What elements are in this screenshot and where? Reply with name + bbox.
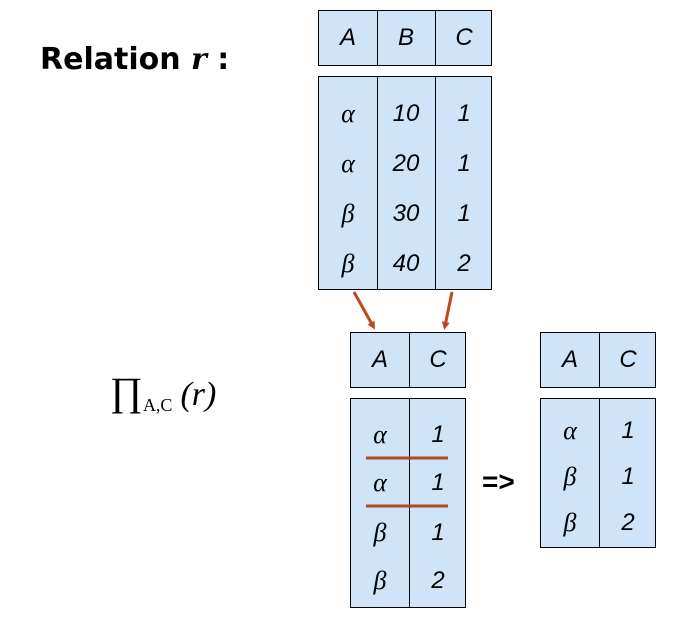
projection-result-body: α 1 β 1 β 2 xyxy=(540,398,656,548)
projection-result-header: A C xyxy=(540,332,656,388)
cell-a-row1: α xyxy=(563,416,577,445)
cell-c-row3: 1 xyxy=(457,200,471,227)
cell-c-row3: 1 xyxy=(431,519,445,546)
header-cell-c: C xyxy=(429,346,447,373)
cell-a-row1: α xyxy=(373,420,387,449)
relation-r-body: α 10 1 α 20 1 β 30 1 β 40 2 xyxy=(318,76,492,290)
cell-c-row1: 1 xyxy=(431,421,445,448)
cell-a-row2: α xyxy=(373,468,387,497)
cell-b-row1: 10 xyxy=(392,100,420,127)
cell-a-row4: β xyxy=(373,566,387,595)
cell-c-row1: 1 xyxy=(621,417,635,444)
header-cell-a: A xyxy=(371,346,388,373)
cell-c-row2: 1 xyxy=(457,150,471,177)
column-divider xyxy=(435,77,436,289)
projection-argument: (r) xyxy=(180,376,217,413)
title-prefix: Relation xyxy=(40,42,192,77)
relation-r-header: A B C xyxy=(318,10,492,66)
cell-a-row2: α xyxy=(341,149,355,178)
cell-c-row4: 2 xyxy=(457,250,471,277)
header-cell-b: B xyxy=(397,24,414,51)
cell-b-row3: 30 xyxy=(392,200,420,227)
header-cell-a: A xyxy=(561,346,578,373)
title-suffix: : xyxy=(206,42,230,77)
column-divider xyxy=(409,333,410,387)
implies-label: => xyxy=(482,466,515,497)
title-relation-name: r xyxy=(191,42,207,77)
header-cell-a: A xyxy=(339,24,356,51)
column-divider xyxy=(377,77,378,289)
projection-symbol: ∏ xyxy=(110,369,143,414)
header-cell-c: C xyxy=(619,346,637,373)
arrow-c-column xyxy=(441,291,454,330)
projection-raw-header: A C xyxy=(350,332,466,388)
cell-c-row3: 2 xyxy=(621,509,635,536)
cell-a-row1: α xyxy=(341,99,355,128)
cell-a-row3: β xyxy=(341,199,355,228)
projection-attributes: A,C xyxy=(142,395,173,415)
projection-raw-body: α 1 α 1 β 1 β 2 xyxy=(350,398,466,608)
column-divider xyxy=(599,399,600,547)
cell-a-row3: β xyxy=(563,508,577,537)
cell-a-row2: β xyxy=(563,462,577,491)
cell-a-row4: β xyxy=(341,249,355,278)
column-divider xyxy=(435,11,436,65)
cell-c-row1: 1 xyxy=(457,100,471,127)
header-cell-c: C xyxy=(455,24,473,51)
cell-c-row4: 2 xyxy=(431,567,445,594)
column-divider xyxy=(377,11,378,65)
column-divider xyxy=(599,333,600,387)
relation-title: Relation r : xyxy=(40,42,229,77)
cell-b-row2: 20 xyxy=(392,150,420,177)
cell-c-row2: 1 xyxy=(621,463,635,490)
column-divider xyxy=(409,399,410,607)
cell-c-row2: 1 xyxy=(431,469,445,496)
arrow-a-column xyxy=(352,291,375,330)
cell-b-row4: 40 xyxy=(392,250,420,277)
projection-expression: ∏A,C (r) xyxy=(110,368,216,416)
cell-a-row3: β xyxy=(373,518,387,547)
